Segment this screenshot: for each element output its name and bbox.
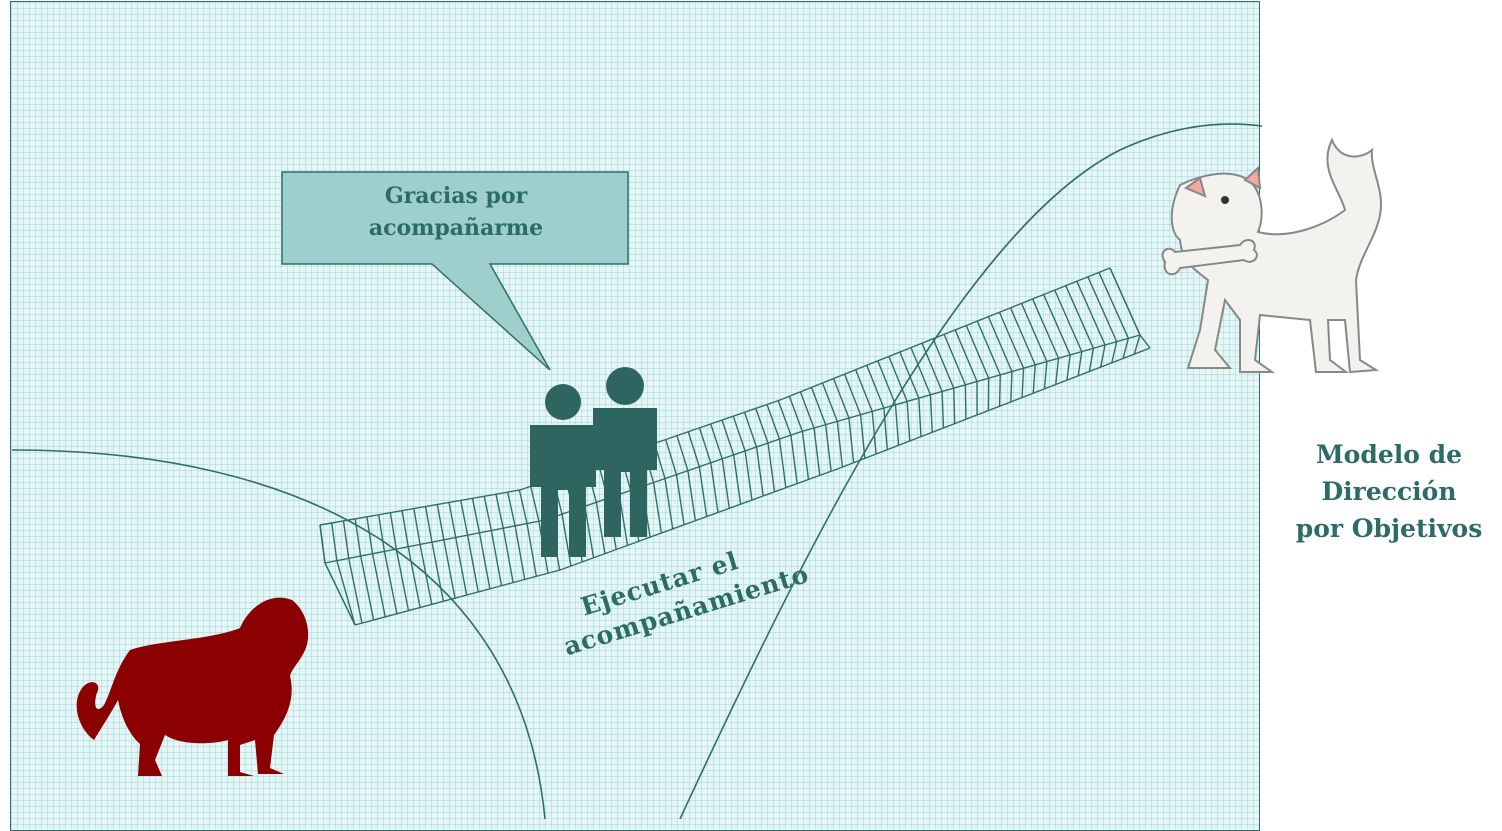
side-title-line-2: Dirección (1276, 473, 1502, 510)
dog-with-bone-icon (1163, 140, 1381, 372)
speech-bubble-text: Gracias por acompañarme (284, 180, 628, 244)
side-title-line-1: Modelo de (1276, 436, 1502, 473)
speech-bubble-line-1: Gracias por (284, 180, 628, 212)
speech-bubble-line-2: acompañarme (284, 212, 628, 244)
side-title-line-3: por Objetivos (1276, 510, 1502, 547)
walking-people-icon (530, 367, 657, 557)
lion-icon (77, 598, 309, 776)
side-title: Modelo de Dirección por Objetivos (1276, 436, 1502, 547)
